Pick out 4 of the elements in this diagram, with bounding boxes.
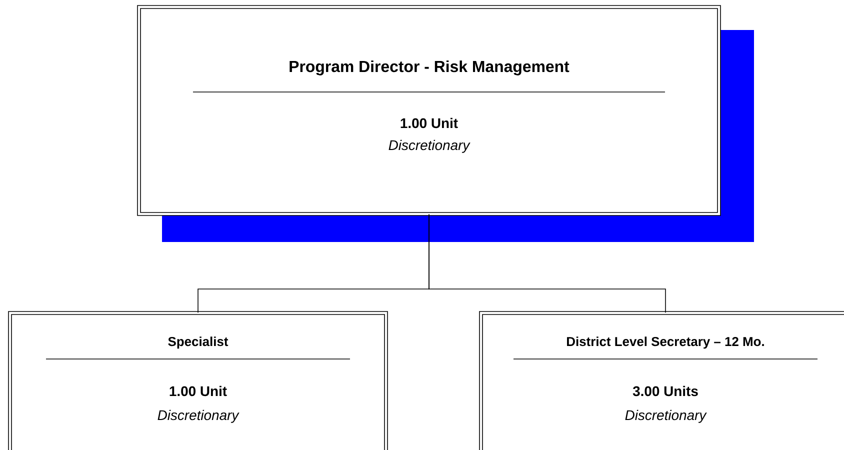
position-box: District Level Secretary – 12 Mo. 3.00 Units Discretionary xyxy=(479,311,844,450)
position-box: Specialist 1.00 Unit Discretionary xyxy=(8,311,388,450)
connector-line xyxy=(428,214,666,313)
position-box: Program Director - Risk Management 1.00 Unit Discretionary xyxy=(137,5,721,216)
